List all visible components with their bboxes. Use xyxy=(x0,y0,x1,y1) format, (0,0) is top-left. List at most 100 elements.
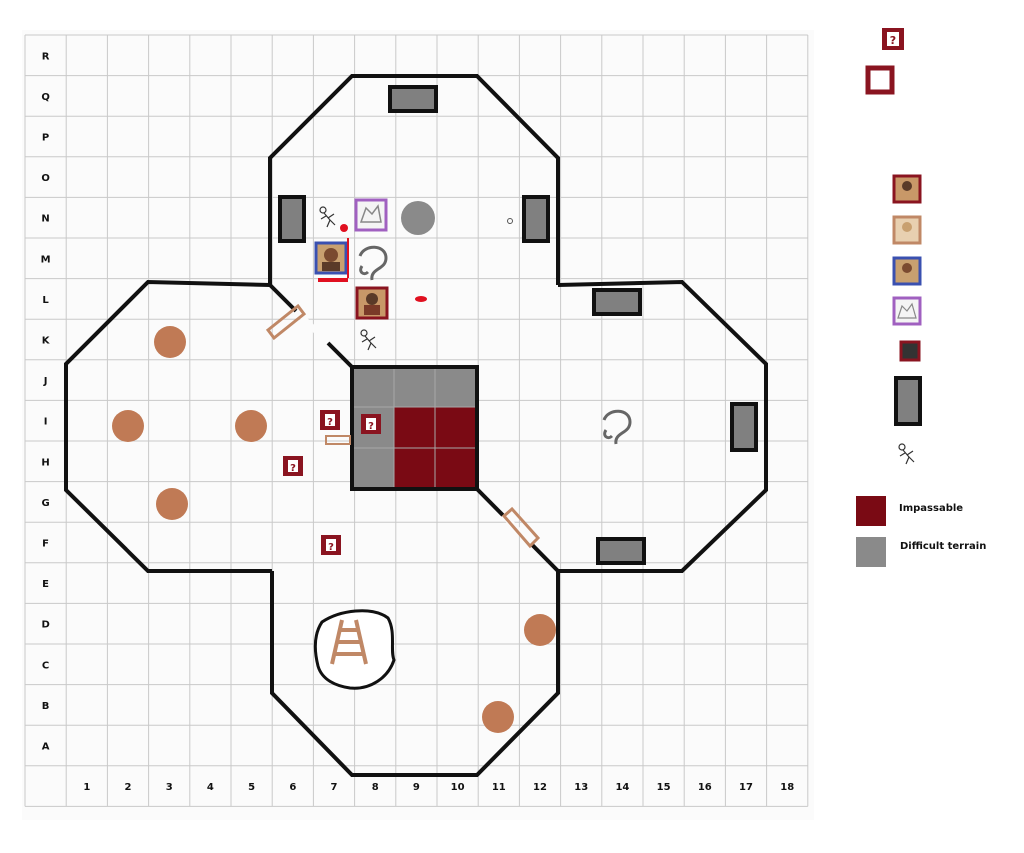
purple-hero-token xyxy=(892,296,922,326)
row-label: L xyxy=(42,295,49,306)
pillar xyxy=(235,410,267,442)
row-labels: R Q P O N M L K J I H G F E D C B A xyxy=(41,51,51,752)
red-blood-marker xyxy=(340,224,348,232)
red-hero-token[interactable] xyxy=(355,286,389,320)
wall-block-east-top xyxy=(592,288,642,316)
difficult-terrain-swatch xyxy=(856,537,886,567)
column-label: 12 xyxy=(533,782,547,793)
red-base-marker xyxy=(318,278,348,282)
chest-icon: ? xyxy=(882,28,904,50)
row-label: K xyxy=(42,336,51,347)
svg-text:?: ? xyxy=(290,463,296,474)
row-label: Q xyxy=(41,92,50,103)
wall-block-icon xyxy=(894,376,922,426)
boulder-gray xyxy=(401,201,435,235)
column-label: 10 xyxy=(451,782,465,793)
column-label: 13 xyxy=(574,782,588,793)
ghost-monster-icon[interactable] xyxy=(358,245,388,281)
row-label: I xyxy=(44,417,48,428)
chest-icon: ? xyxy=(321,535,341,555)
column-label: 7 xyxy=(331,782,338,793)
purple-hero-token[interactable] xyxy=(354,198,388,232)
row-label: F xyxy=(42,539,49,550)
door-se[interactable] xyxy=(501,506,541,549)
terrain-grid-overlay xyxy=(352,367,477,489)
south-room-wall xyxy=(270,571,560,777)
row-label: N xyxy=(41,214,49,225)
red-blood-marker xyxy=(415,296,427,302)
east-room-wall xyxy=(557,279,768,573)
column-label: 2 xyxy=(125,782,132,793)
column-label: 4 xyxy=(207,782,214,793)
pillar xyxy=(156,488,188,520)
row-label: H xyxy=(41,457,49,468)
pillar xyxy=(112,410,144,442)
wall-block-east-bottom xyxy=(596,537,646,565)
empty-square-icon xyxy=(865,65,895,95)
chest-icon: ? xyxy=(361,414,381,434)
column-label: 14 xyxy=(615,782,629,793)
wall-block-north xyxy=(388,85,438,113)
column-label: 8 xyxy=(372,782,379,793)
column-label: 16 xyxy=(698,782,712,793)
legend-panel: ? xyxy=(856,28,922,567)
row-label: G xyxy=(41,498,49,509)
column-label: 15 xyxy=(657,782,671,793)
pillar xyxy=(524,614,556,646)
door-nw[interactable] xyxy=(265,303,307,341)
pillar xyxy=(482,701,514,733)
column-label: 6 xyxy=(289,782,296,793)
small-monster-token xyxy=(899,340,921,362)
difficult-terrain-label: Difficult terrain xyxy=(900,541,987,552)
row-label: J xyxy=(43,376,48,387)
row-label: E xyxy=(42,579,49,590)
north-room-wall xyxy=(268,74,560,285)
small-marker xyxy=(507,218,513,224)
skeleton-scribble-icon xyxy=(898,443,915,465)
chest-tokens[interactable]: ? ? ? ? xyxy=(283,410,381,555)
chest-icon: ? xyxy=(283,456,303,476)
room-walls xyxy=(64,74,768,777)
ladder-icon xyxy=(330,619,368,665)
west-room-wall xyxy=(64,279,272,573)
svg-text:?: ? xyxy=(368,421,374,432)
impassable-swatch xyxy=(856,496,886,526)
column-label: 9 xyxy=(413,782,420,793)
skeleton-scribble-icon[interactable] xyxy=(319,206,336,228)
svg-text:?: ? xyxy=(327,417,333,428)
svg-text:?: ? xyxy=(328,542,334,553)
row-label: D xyxy=(41,620,49,631)
door-center[interactable] xyxy=(325,435,351,445)
blue-hero-token[interactable] xyxy=(314,241,348,275)
row-label: A xyxy=(42,742,50,753)
impassable-label: Impassable xyxy=(899,503,964,514)
pillars xyxy=(112,326,556,733)
column-label: 1 xyxy=(83,782,90,793)
pit-with-ladder[interactable] xyxy=(313,609,396,690)
tan-hero-token xyxy=(892,215,922,245)
pillar xyxy=(154,326,186,358)
center-block-wall xyxy=(350,365,479,491)
red-hero-token xyxy=(892,174,922,204)
column-label: 17 xyxy=(739,782,753,793)
wall-block-north-west xyxy=(278,195,306,243)
wall-block-north-east xyxy=(522,195,550,243)
column-label: 11 xyxy=(492,782,506,793)
skeleton-scribble-icon[interactable] xyxy=(360,329,377,351)
row-label: M xyxy=(41,254,51,265)
wall-block-east xyxy=(730,402,758,452)
chest-icon: ? xyxy=(320,410,340,430)
row-label: R xyxy=(42,51,50,62)
row-label: C xyxy=(42,660,49,671)
row-label: P xyxy=(42,133,49,144)
blue-hero-token xyxy=(892,256,922,286)
row-label: B xyxy=(42,701,50,712)
column-label: 3 xyxy=(166,782,173,793)
svg-text:?: ? xyxy=(890,34,896,47)
wall-blocks xyxy=(278,85,758,565)
ghost-monster-icon[interactable] xyxy=(602,409,632,445)
column-label: 18 xyxy=(780,782,794,793)
row-label: O xyxy=(41,173,50,184)
